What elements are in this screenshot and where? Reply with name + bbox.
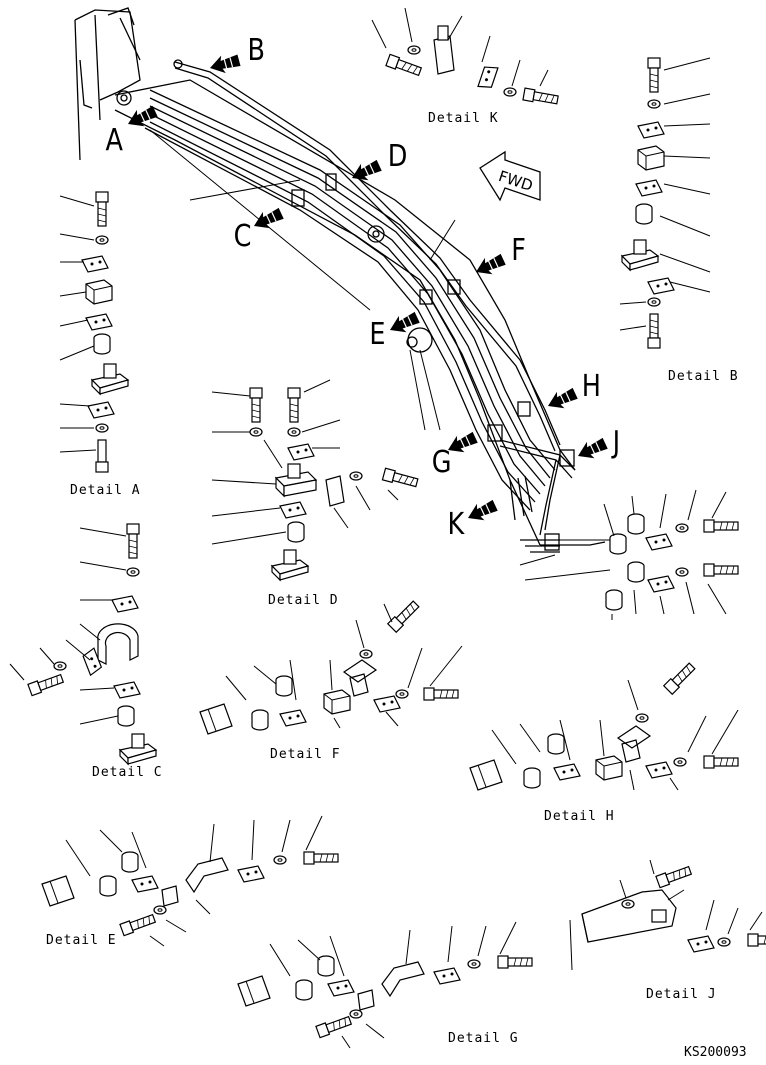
callout-label-c: C: [233, 219, 252, 254]
callout-label-e: E: [369, 317, 386, 352]
callout-label-k: K: [447, 507, 465, 542]
callout-label-d: D: [387, 139, 408, 174]
caption-detail-k: Detail K: [428, 111, 499, 126]
detail-a-parts: [59, 191, 129, 473]
caption-detail-h: Detail H: [544, 809, 615, 824]
caption-detail-g: Detail G: [448, 1031, 519, 1046]
detail-b-parts: [619, 57, 711, 349]
callout-label-g: G: [431, 445, 452, 480]
detail-d-parts: [211, 379, 419, 581]
detail-k-lower-parts: [603, 489, 739, 620]
detail-g-parts: [237, 921, 533, 1049]
caption-detail-f: Detail F: [270, 747, 341, 762]
detail-f-parts: [199, 599, 463, 735]
forward-arrow-icon: [479, 150, 541, 202]
callout-label-b: B: [247, 33, 266, 68]
callout-label-j: J: [612, 425, 621, 460]
caption-detail-a: Detail A: [70, 483, 141, 498]
leader-lines: [149, 129, 611, 581]
caption-detail-d: Detail D: [268, 593, 339, 608]
drawing-code: KS200093: [684, 1045, 747, 1060]
callout-label-a: A: [105, 123, 123, 158]
caption-detail-e: Detail E: [46, 933, 117, 948]
boom-assembly: [74, 7, 606, 553]
caption-detail-c: Detail C: [92, 765, 163, 780]
detail-h-parts: [469, 661, 739, 791]
caption-detail-b: Detail B: [668, 369, 739, 384]
caption-detail-j: Detail J: [646, 987, 717, 1002]
callout-label-f: F: [511, 233, 526, 268]
detail-j-parts: [569, 859, 766, 971]
detail-e-parts: [41, 815, 339, 947]
callout-label-h: H: [581, 369, 601, 404]
detail-k-parts: [371, 7, 560, 107]
detail-c-parts: [9, 523, 157, 765]
